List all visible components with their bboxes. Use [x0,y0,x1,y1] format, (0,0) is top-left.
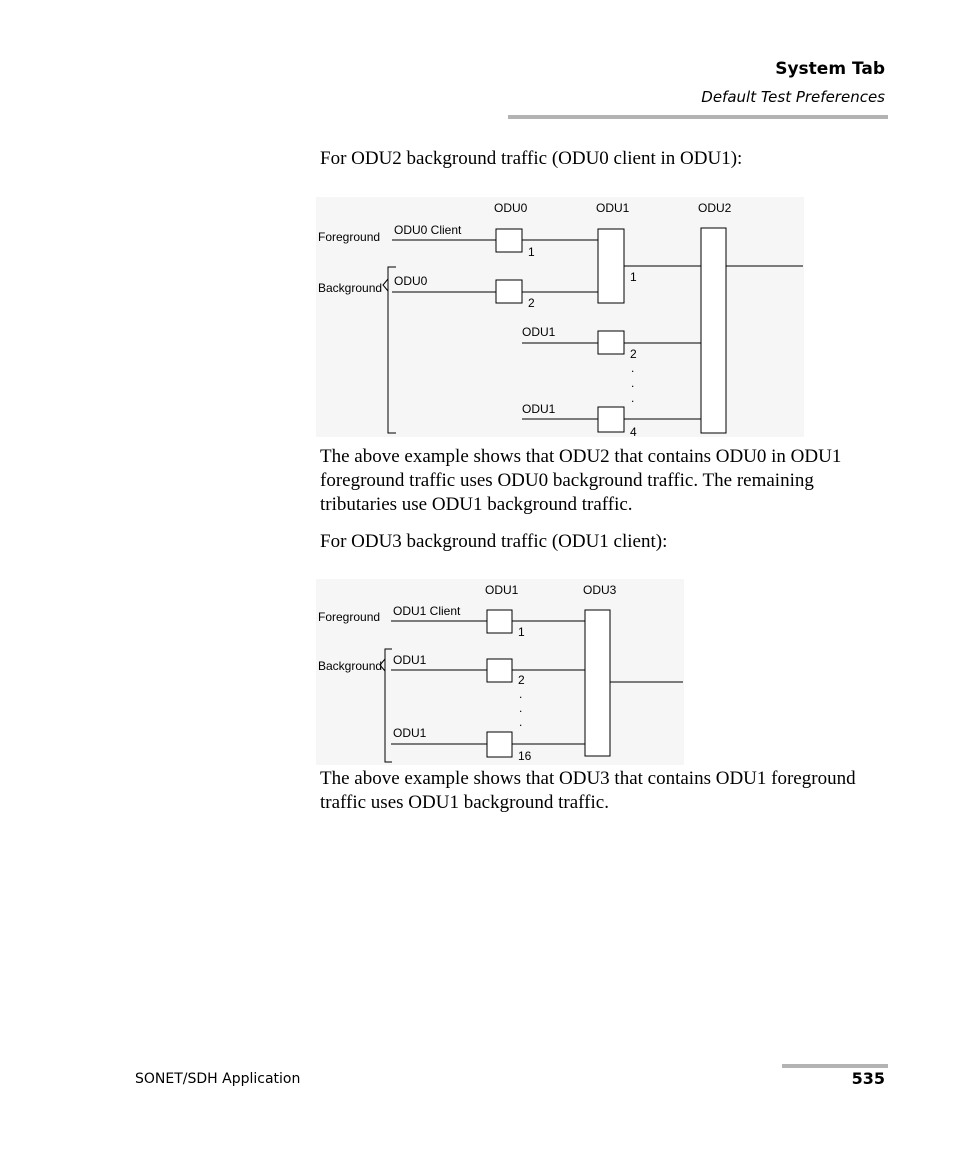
ellipsis-dot-3: . [631,391,634,405]
col-header-odu1: ODU1 [485,583,519,597]
foreground-label: Foreground [318,230,380,244]
page-number: 535 [851,1069,885,1088]
header-subtitle: Default Test Preferences [701,88,885,106]
odu1-mux-box [597,228,625,304]
trib-number-1: 1 [528,245,535,259]
header-title: System Tab [775,59,885,79]
trib-number-16: 16 [518,749,532,763]
odu0-box-2 [495,279,523,304]
odu3-diagram: ODU1 ODU3 Foreground Background ODU1 Cli… [316,579,684,765]
description-odu3: The above example shows that ODU3 that c… [320,768,856,813]
odu2-trib-4: 4 [630,425,637,437]
odu1-box-16 [486,731,513,758]
footer-product: SONET/SDH Application [135,1071,301,1087]
odu1-label-b: ODU1 [522,402,556,416]
odu1-box-2 [486,658,513,683]
ellipsis-dot-3: . [519,715,522,729]
odu2-trib-1: 1 [630,270,637,284]
odu1-label-a: ODU1 [393,653,427,667]
odu2-trib-2: 2 [630,347,637,361]
description-odu2: The above example shows that ODU2 that c… [320,446,842,515]
intro-odu2: For ODU2 background traffic (ODU0 client… [320,148,743,169]
ellipsis-dot-2: . [631,376,634,390]
odu1-client-label: ODU1 Client [393,604,461,618]
ellipsis-dot-2: . [519,701,522,715]
ellipsis-dot-1: . [631,361,634,375]
trib-number-1: 1 [518,625,525,639]
col-header-odu3: ODU3 [583,583,617,597]
col-header-odu0: ODU0 [494,201,528,215]
footer-rule [782,1064,888,1068]
trib-number-2: 2 [528,296,535,310]
odu1-box-1 [486,609,513,634]
intro-odu3: For ODU3 background traffic (ODU1 client… [320,531,668,552]
header-rule [508,115,888,119]
foreground-label: Foreground [318,610,380,624]
odu2-mux-box [700,227,727,434]
background-brace [379,648,392,763]
col-header-odu1: ODU1 [596,201,630,215]
trib-number-2: 2 [518,673,525,687]
ellipsis-dot-1: . [519,687,522,701]
background-label: Background [318,281,382,295]
odu1-box-2 [597,330,625,355]
odu0-client-label: ODU0 Client [394,223,462,237]
odu2-diagram: ODU0 ODU1 ODU2 Foreground Background ODU… [316,197,804,437]
odu0-label: ODU0 [394,274,428,288]
diagram-background [316,197,804,437]
odu1-label-a: ODU1 [522,325,556,339]
background-label: Background [318,659,382,673]
background-brace [382,266,396,434]
col-header-odu2: ODU2 [698,201,732,215]
odu3-mux-box [584,609,611,757]
odu1-label-b: ODU1 [393,726,427,740]
odu0-box-1 [495,228,523,253]
odu1-box-4 [597,406,625,433]
